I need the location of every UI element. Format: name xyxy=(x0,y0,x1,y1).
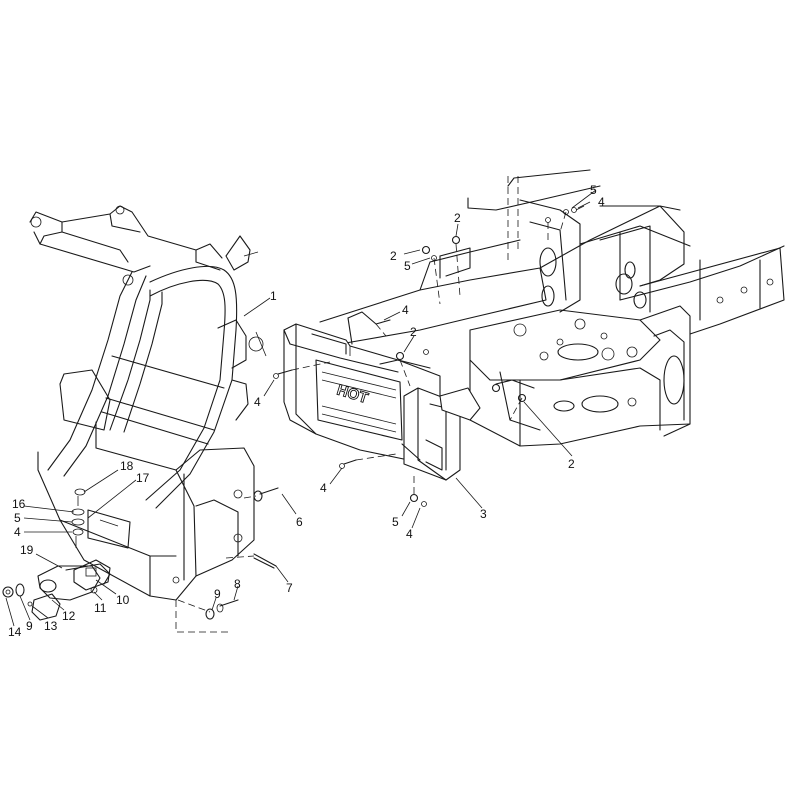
callout-5: 5 xyxy=(590,183,597,197)
callout-1: 1 xyxy=(270,289,277,303)
callout-13: 13 xyxy=(44,619,58,633)
callout-5: 5 xyxy=(392,515,399,529)
callout-leaders xyxy=(5,189,597,627)
front-heat-shield-panel: HOT xyxy=(283,323,481,481)
callout-3: 3 xyxy=(480,507,487,521)
callout-17: 17 xyxy=(136,471,150,485)
callout-2: 2 xyxy=(410,325,417,339)
hitch-hardware xyxy=(2,487,279,621)
callout-18: 18 xyxy=(120,459,134,473)
callout-4: 4 xyxy=(406,527,413,541)
callout-4: 4 xyxy=(598,195,605,209)
callout-labels: 1 2 2 2 2 3 4 4 4 4 4 4 5 5 5 5 6 7 8 9 … xyxy=(8,183,605,639)
callout-10: 10 xyxy=(116,593,130,607)
callout-12: 12 xyxy=(62,609,76,623)
lower-support-frame xyxy=(37,369,255,633)
callout-4: 4 xyxy=(402,303,409,317)
rops-roll-bar-assembly xyxy=(29,205,267,509)
callout-14: 14 xyxy=(8,625,22,639)
callout-2: 2 xyxy=(454,211,461,225)
callout-8: 8 xyxy=(234,577,241,591)
callout-19: 19 xyxy=(20,543,34,557)
chassis-fasteners xyxy=(273,205,585,507)
callout-4: 4 xyxy=(14,525,21,539)
callout-6: 6 xyxy=(296,515,303,529)
callout-5: 5 xyxy=(14,511,21,525)
callout-4: 4 xyxy=(320,481,327,495)
callout-4: 4 xyxy=(254,395,261,409)
callout-2: 2 xyxy=(568,457,575,471)
callout-7: 7 xyxy=(286,581,293,595)
callout-5: 5 xyxy=(404,259,411,273)
callout-9: 9 xyxy=(26,619,33,633)
callout-16: 16 xyxy=(12,497,26,511)
callout-11: 11 xyxy=(94,601,107,615)
callout-2: 2 xyxy=(390,249,397,263)
callout-9: 9 xyxy=(214,587,221,601)
